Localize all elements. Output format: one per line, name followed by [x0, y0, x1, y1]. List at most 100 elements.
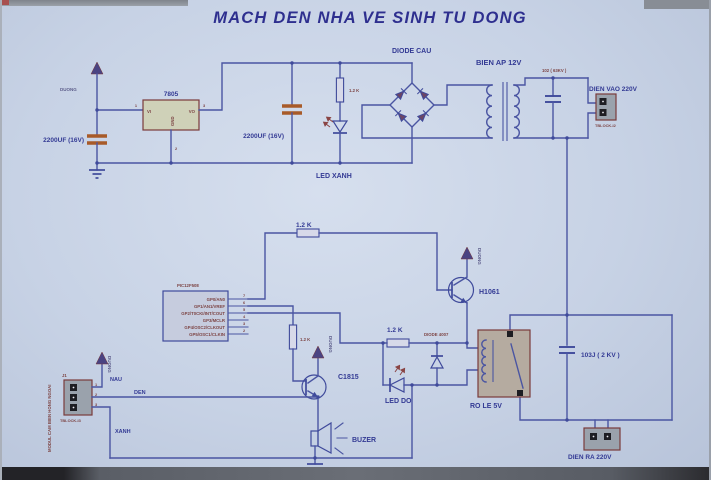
resistor-value: 1.2 K [387, 327, 403, 334]
transistor-name: H1061 [479, 289, 500, 296]
regulator-pin-gnd: GND [170, 116, 175, 126]
mains-output-connector: DIEN RA 220V [568, 419, 621, 461]
wire [247, 305, 294, 326]
transistor-c1815: DUONG C1815 [301, 336, 359, 400]
capacitor-label: 2200UF (16V) [243, 133, 284, 140]
wire [519, 396, 673, 421]
video-artifact-top-right [644, 0, 711, 9]
chip-pin-number: 7 [243, 293, 245, 298]
bridge-label: DIODE CAU [392, 48, 431, 55]
power-arrow [311, 345, 325, 359]
chip-pin-label: GP5/OSC1/CLKIN [189, 332, 225, 337]
wire-label-brown: NAU [110, 377, 122, 383]
wire [509, 314, 673, 331]
wire [318, 232, 438, 291]
connector-pin-number: 1 [95, 382, 98, 387]
regulator-pin-number: 3 [203, 103, 206, 108]
flyback-diode: DIODE 4007 [424, 332, 449, 386]
resistor-1k2 [386, 338, 410, 348]
wire [247, 232, 298, 300]
regulator-pin-vi: VI [147, 109, 151, 114]
video-artifact-right-edge [709, 0, 711, 480]
mains-output-label: DIEN RA 220V [568, 454, 612, 461]
resistor-1k2 [296, 228, 320, 238]
connector-type: TBLOCK-I3 [60, 418, 82, 423]
power-rail-label: DUONG [60, 87, 77, 92]
mains-input-label: DIEN VAO 220V [589, 86, 638, 93]
red-led: LED DO [382, 363, 479, 405]
regulator-pin-number: 2 [175, 146, 178, 151]
chip-name: PIC12F508 [177, 283, 199, 288]
video-artifact-top-left [0, 0, 188, 6]
connector-pin-number: 2 [95, 392, 98, 397]
capacitor-label: 2200UF (16V) [43, 137, 84, 144]
chip-pin-label: GP1/AN1/VREF [194, 304, 225, 309]
mains-input-connector: DIEN VAO 220V TBLOCK-I2 [587, 77, 638, 139]
connector-pin-number: 3 [95, 402, 98, 407]
video-artifact-red-mark [0, 0, 9, 5]
chip-pin-label: GP3/MCLR [203, 318, 226, 323]
capacitor-2200uf-1: 2200UF (16V) [43, 134, 107, 164]
sensor-module-label: MODUL CAM BIEN HONG NGOAI [47, 385, 52, 452]
chip-pin-label: GP2/T0CKI/INT/COUT [181, 311, 225, 316]
wire [247, 312, 384, 344]
power-rail-label: DUONG [328, 336, 333, 353]
buzzer-label: BUZER [352, 437, 376, 444]
power-arrow [95, 351, 109, 365]
voltage-regulator-7805: 7805 VI VO GND 1 3 2 [135, 91, 206, 164]
power-rail-label: DUONG [477, 248, 482, 265]
red-led-icon [388, 377, 405, 393]
wire [198, 62, 413, 111]
resistor-1k2 [335, 77, 345, 103]
relay-driver-section: 1.2 K DUONG H1061 1.2 K DIODE 4007 [247, 222, 531, 459]
transistor-h1061: DUONG H1061 [436, 246, 500, 349]
resistor-value: 1.2 K [296, 222, 312, 229]
connector-type: TBLOCK-I2 [595, 123, 617, 128]
resistor-1k2 [288, 324, 298, 350]
sensor-connector-section: MODUL CAM BIEN HONG NGOAI J1 TBLOCK-I3 1… [47, 351, 319, 459]
ground-symbol [89, 162, 105, 179]
video-artifact-left-edge [0, 0, 2, 480]
chip-pin-number: 4 [243, 314, 246, 319]
power-rail-label: DUONG [107, 356, 112, 373]
regulator-pin-number: 1 [135, 103, 138, 108]
transformer-label: BIEN AP 12V [476, 58, 521, 67]
regulator-pin-vo: VO [189, 109, 196, 114]
page-title: MACH DEN NHA VE SINH TU DONG [213, 9, 527, 27]
transistor-name: C1815 [338, 374, 359, 381]
green-led-label: LED XANH [316, 173, 352, 180]
chip-pin-number: 3 [243, 321, 246, 326]
wire-label-green: XANH [115, 429, 131, 435]
connector-name: J1 [62, 373, 67, 378]
output-section: 103J ( 2 KV ) DIEN RA 220V [509, 137, 673, 461]
buzzer-icon [317, 421, 332, 455]
wire [91, 406, 111, 459]
bridge-rectifier: DIODE CAU [361, 48, 493, 164]
power-arrow [460, 246, 474, 260]
power-arrow-top-left: DUONG [60, 61, 104, 111]
resistor-value: 1.2 K [300, 337, 311, 342]
transformer-12v: BIEN AP 12V [476, 58, 589, 141]
red-led-label: LED DO [385, 398, 412, 405]
buzzer-driver-section: 1.2 K DUONG C1815 BUZER [109, 305, 413, 473]
green-led-branch: 1.2 K LED XANH [316, 62, 360, 180]
chip-pin-label: GP4/OSC2/CLKOUT [184, 325, 225, 330]
wire [91, 363, 103, 388]
capacitor-value: 103J ( 2 KV ) [581, 352, 620, 359]
chip-pin-label: GP0/AN0 [207, 297, 226, 302]
capacitor-value: 102 ( 63KV ) [542, 68, 567, 73]
chip-pin-number: 6 [243, 300, 246, 305]
connector-j1 [63, 379, 93, 416]
microcontroller: PIC12F508 GP0/AN0 GP1/AN1/VREF GP2/T0CKI… [162, 283, 249, 342]
wire [292, 348, 307, 382]
video-artifact-bottom-bar [0, 467, 711, 480]
line-filter-capacitor: 102 ( 63KV ) [542, 68, 567, 139]
chip-pin-number: 5 [243, 307, 246, 312]
wire-label-black: DEN [134, 390, 146, 396]
regulator-name: 7805 [164, 91, 179, 98]
capacitor-2200uf-2: 2200UF (16V) [243, 62, 302, 164]
junction-dots [95, 61, 569, 460]
chip-pin-number: 2 [243, 328, 246, 333]
